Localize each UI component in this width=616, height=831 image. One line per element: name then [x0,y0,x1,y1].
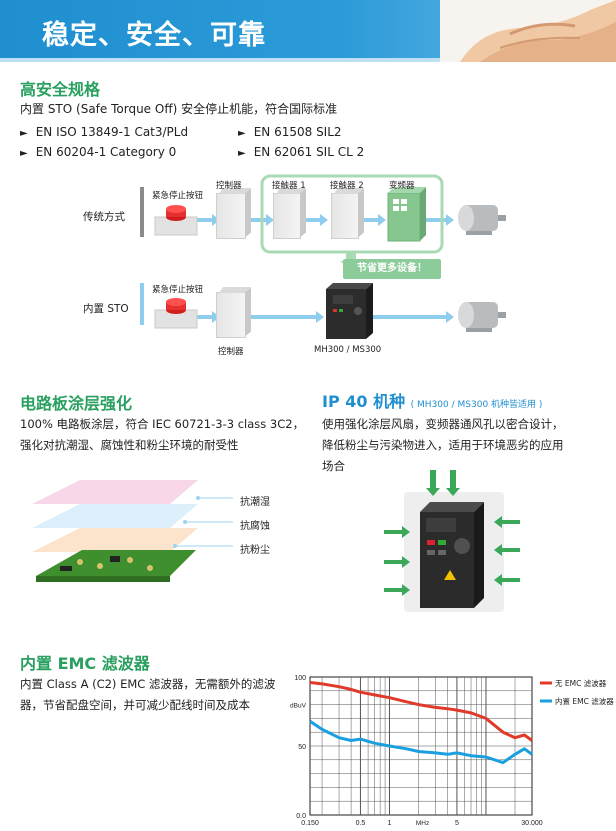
coating-text-line2: 强化对抗潮湿、腐蚀性和粉尘环境的耐受性 [20,438,239,452]
ip40-drive-illustration [384,470,520,612]
page-title: 稳定、安全、可靠 [42,20,266,51]
controller-label: 控制器 [216,181,242,191]
emc-text-line1: 内置 Class A (C2) EMC 滤波器，无需额外的滤波 [20,677,276,691]
emc-text-line2: 器，节省配盘空间，并可减少配线时间及成本 [20,698,250,712]
estop-label: 紧急停止按钮 [152,285,204,295]
inverter-box-icon [387,187,426,242]
traditional-label: 传统方式 [83,211,125,223]
builtin-sto-label: 内置 STO [83,303,129,315]
series-line-0 [309,681,533,742]
x-tick-label: 0.150 [301,820,319,827]
standard-item: ►EN ISO 13849-1 Cat3/PLd [20,125,189,139]
layer-label-corrosion: 抗腐蚀 [240,521,270,532]
inverter-label: 变频器 [389,181,415,191]
bullet-arrow-icon: ► [238,128,246,139]
x-axis-label: MHz [416,820,429,827]
coating-section-title: 电路板涂层强化 [20,394,133,413]
sto-section-title: 高安全规格 [20,80,101,99]
bullet-arrow-icon: ► [20,128,28,139]
legend-label: 无 EMC 滤波器 [555,678,607,688]
contactor1-label: 接触器 1 [272,181,306,191]
page-header: 稳定、安全、可靠 [0,0,616,62]
y-tick-label: 50 [298,744,306,751]
contactor-box-icon [273,193,301,239]
header-strip [0,58,616,62]
x-tick-label: 30.000 [521,820,543,827]
standard-item: ►EN 61508 SIL2 [238,125,342,139]
ip40-section-title: IP 40 机种 ( MH300 / MS300 机种皆适用 ) [322,392,543,411]
standard-item: ►EN 62061 SIL CL 2 [238,145,365,159]
x-tick-label: 0.5 [356,820,366,827]
x-tick-label: 5 [455,820,459,827]
estop-button-icon [154,205,198,236]
emc-chart: 100 50 0.0 dBuV 0.150 0.5 1 5 30.000 MHz 无 EMC 滤波器… [290,675,614,827]
contactor-box-icon [331,193,359,239]
y-tick-label: 0.0 [296,813,306,820]
drive-icon [326,283,373,339]
y-axis-label: dBuV [290,703,307,710]
controller-box-icon [216,292,246,338]
layer-label-dust: 抗粉尘 [240,545,270,556]
sto-intro: 内置 STO (Safe Torque Off) 安全停止机能，符合国际标准 [20,102,338,116]
estop-label: 紧急停止按钮 [152,191,204,201]
motor-icon [458,205,506,235]
bullet-arrow-icon: ► [238,148,246,159]
ip40-text-line2: 降低粉尘与污染物进入，适用于环境恶劣的应用 [322,438,564,452]
ip40-title-note: ( MH300 / MS300 机种皆适用 ) [410,400,543,410]
hands-photo [440,0,616,62]
estop-button-icon [154,298,198,329]
emc-section-title: 内置 EMC 滤波器 [20,654,150,673]
ip40-text-line1: 使用强化涂层风扇，变频器通风孔以密合设计， [322,417,564,431]
series-line-1 [309,719,533,765]
motor-icon [458,302,506,332]
y-tick-label: 100 [294,675,306,682]
pcb-layers-illustration [32,480,233,582]
controller-box-icon [216,193,246,239]
ip40-text-line3: 场合 [322,459,345,473]
bullet-arrow-icon: ► [20,148,28,159]
legend-label: 内置 EMC 滤波器 [555,696,614,706]
saving-badge: 节省更多设备！ [343,259,441,279]
coating-text-line1: 100% 电路板涂层，符合 IEC 60721-3-3 class 3C2， [20,417,305,431]
layer-label-moisture: 抗潮湿 [240,497,270,508]
sto-diagram-graphics [140,174,506,339]
controller-label: 控制器 [218,347,244,357]
x-tick-label: 1 [388,820,392,827]
contactor2-label: 接触器 2 [330,181,364,191]
drive-model-label: MH300 / MS300 [314,345,382,355]
standard-item: ►EN 60204-1 Category 0 [20,145,177,159]
